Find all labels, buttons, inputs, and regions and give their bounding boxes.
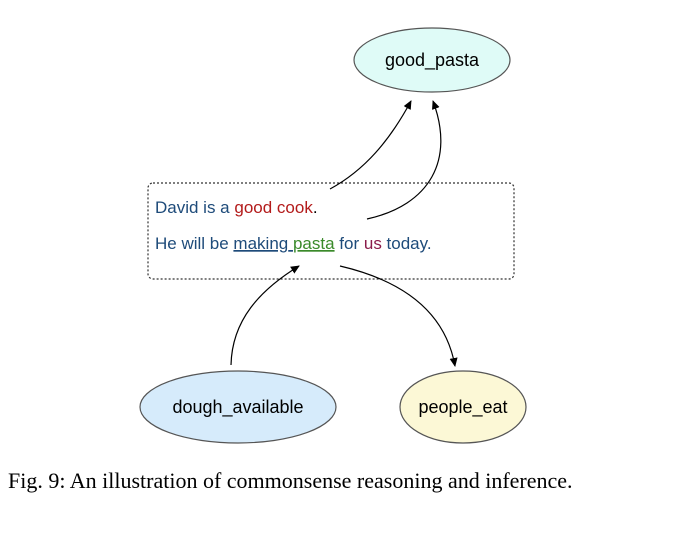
sentence-box [147,182,515,280]
sentence-1-period: . [313,198,318,217]
sentence-1-part-1: David is a [155,198,234,217]
node-people-eat-label: people_eat [418,397,507,418]
sentence-2-for: for [335,234,364,253]
sentence-2-making: making [233,234,288,253]
arrow-pasta-to-people-eat [339,265,458,367]
node-good-pasta[interactable]: good_pasta [353,27,511,93]
node-dough-available-label: dough_available [172,397,303,418]
arrow-good-cook-to-good-pasta-left [329,100,412,190]
node-people-eat[interactable]: people_eat [399,370,527,444]
node-good-pasta-shape [353,27,511,93]
sentence-2-today: today. [382,234,432,253]
sentence-2-pasta: pasta [293,234,335,253]
sentence-1-good-cook: good cook [234,198,313,217]
sentence-1: David is a good cook. [155,198,318,217]
node-dough-available[interactable]: dough_available [139,370,337,444]
node-dough-available-shape [139,370,337,444]
sentence-2-part-1: He will be [155,234,233,253]
sentence-2: He will be making pasta for us today. [155,234,432,253]
node-good-pasta-label: good_pasta [385,50,480,71]
arrow-good-cook-to-good-pasta-right [366,100,442,220]
sentence-2-us: us [364,234,382,253]
figure-caption: Fig. 9: An illustration of commonsense r… [8,468,573,493]
node-people-eat-shape [399,370,527,444]
diagram-canvas: good_pasta David is a good cook. He will… [139,27,527,444]
arrow-dough-to-making [230,265,300,366]
